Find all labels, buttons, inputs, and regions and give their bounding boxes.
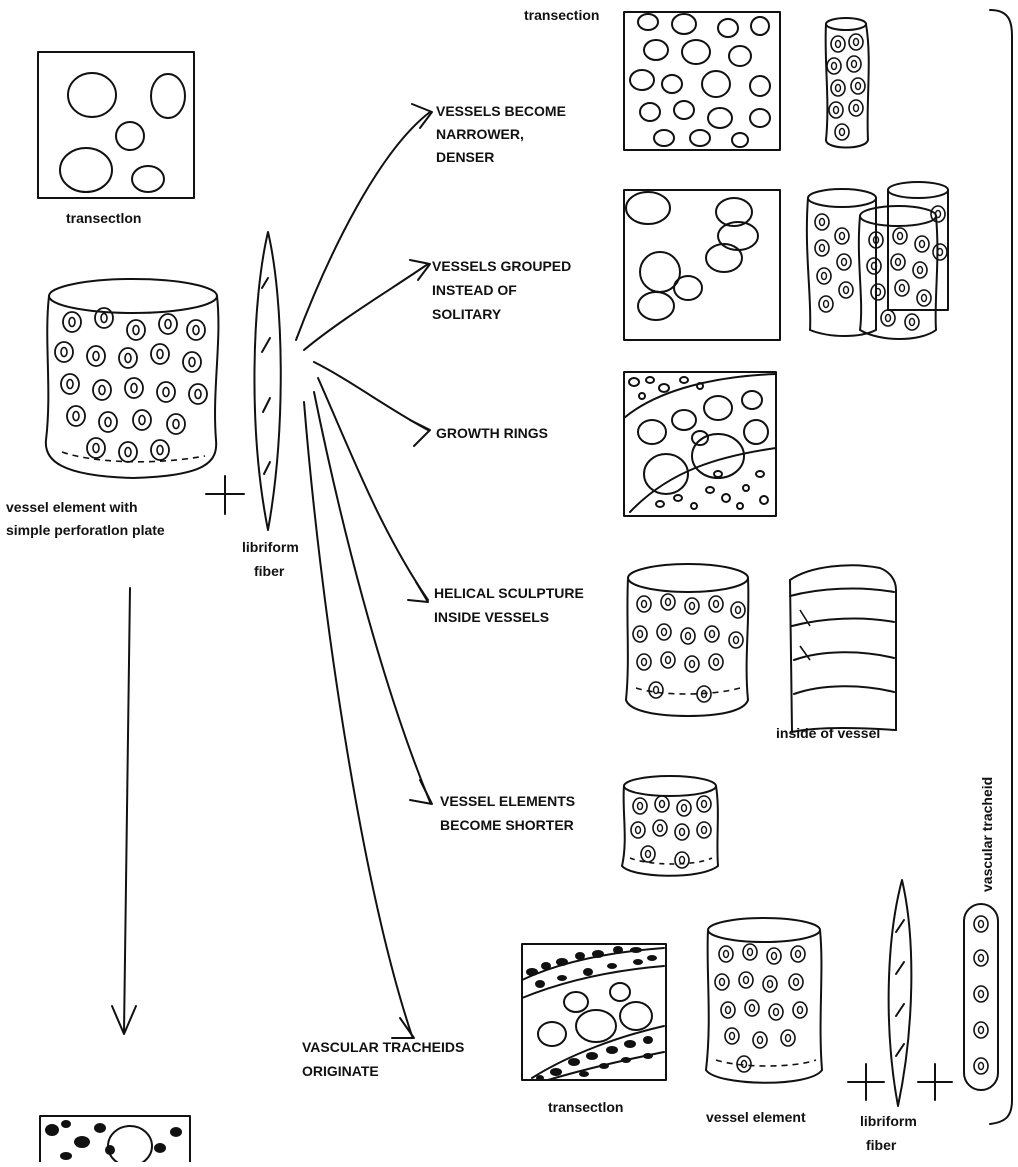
- trend-arrows: [296, 104, 432, 1038]
- vessel-element-short: [622, 776, 718, 876]
- down-arrow: [112, 588, 136, 1034]
- grouping-bracket: [990, 10, 1012, 1124]
- plus-sign-bottom-1: [848, 1064, 884, 1100]
- trend-1-line1: VESSELS BECOME: [436, 103, 566, 119]
- vessel-element-caption-line2: simple perforatlon plate: [6, 522, 165, 538]
- vessel-element-primitive: [46, 279, 219, 478]
- libriform-label-line2: fiber: [254, 563, 285, 579]
- trend-4-line1: HELICAL SCULPTURE: [434, 585, 584, 601]
- trend-1-line2: NARROWER,: [436, 126, 524, 142]
- narrow-vessel-element: [826, 18, 869, 148]
- trend-1-line3: DENSER: [436, 149, 494, 165]
- libriform-fiber: [254, 232, 280, 530]
- plus-sign-bottom-2: [918, 1064, 952, 1100]
- vessel-element-bottom: [706, 918, 822, 1083]
- trend-5-line2: BECOME SHORTER: [440, 817, 574, 833]
- transection-square-bottom-left: [40, 1116, 190, 1162]
- plus-sign: [206, 476, 244, 514]
- transection-square-grouped: [624, 190, 780, 340]
- vessel-element-caption-line1: vessel element with: [6, 499, 138, 515]
- trend-2-line2: INSTEAD OF: [432, 282, 517, 298]
- transection-square-dense: [624, 12, 780, 150]
- libriform-fiber-bottom: [889, 880, 912, 1106]
- vascular-tracheid: [964, 904, 998, 1090]
- libriform-label-line1: libriform: [242, 539, 299, 555]
- trend-6-line1: VASCULAR TRACHEIDS: [302, 1039, 464, 1055]
- inside-of-vessel-label: inside of vessel: [776, 725, 880, 741]
- trend-2-line1: VESSELS GROUPED: [432, 258, 571, 274]
- vessel-interior-helical: [790, 565, 896, 732]
- trend-5-line1: VESSEL ELEMENTS: [440, 793, 575, 809]
- transection-square-tracheids: [522, 944, 666, 1081]
- trend-6-line2: ORIGINATE: [302, 1063, 379, 1079]
- trend-3-line1: GROWTH RINGS: [436, 425, 548, 441]
- transection-square-growth-rings: [624, 372, 776, 516]
- trend-4-line2: INSIDE VESSELS: [434, 609, 549, 625]
- libriform-bottom-line2: fiber: [866, 1137, 897, 1153]
- trend-2-line3: SOLITARY: [432, 306, 502, 322]
- vascular-tracheid-label: vascular tracheid: [979, 777, 995, 892]
- transection-label-primitive: transectlon: [66, 210, 141, 226]
- vessel-element-helical: [626, 564, 748, 716]
- transection-square-primitive: [38, 52, 194, 198]
- vessel-element-bottom-label: vessel element: [706, 1109, 806, 1125]
- transection-label-top-right: transection: [524, 7, 599, 23]
- libriform-bottom-line1: libriform: [860, 1113, 917, 1129]
- grouped-vessel-elements: [807, 182, 948, 339]
- transection-label-bottom: transectlon: [548, 1099, 623, 1115]
